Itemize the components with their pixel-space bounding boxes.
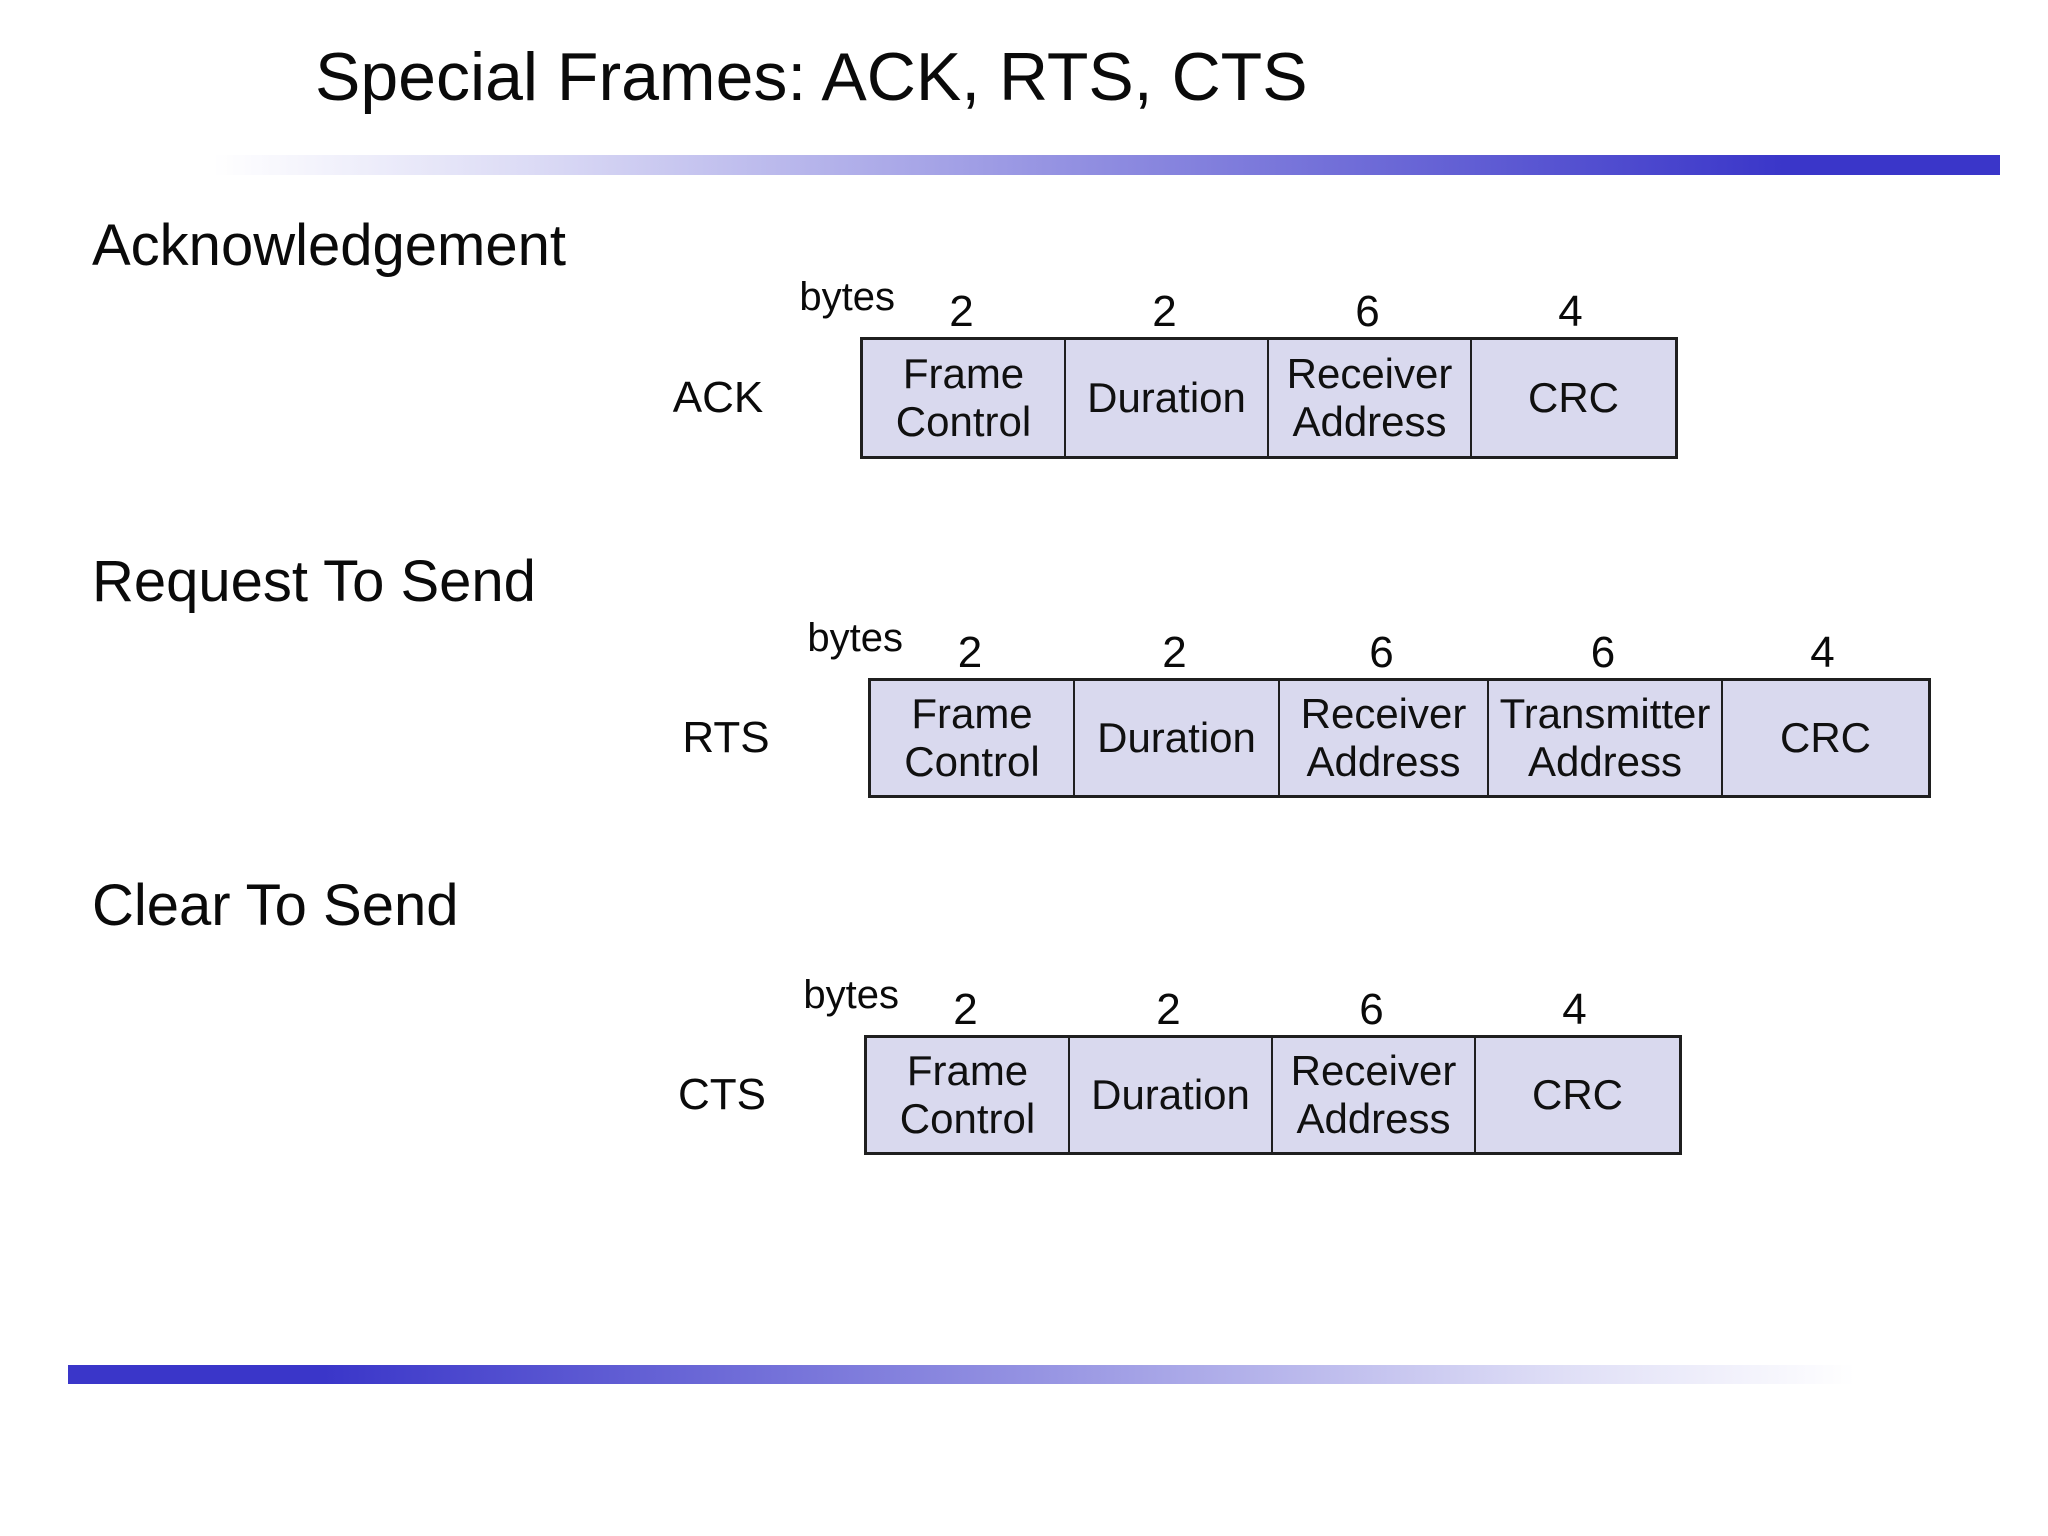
frame-name-label-cts: CTS <box>678 1070 766 1119</box>
frame-field-cell: Frame Control <box>871 681 1075 795</box>
frame-field-cell: Receiver Address <box>1280 681 1489 795</box>
frame-field-cell: Receiver Address <box>1269 340 1472 456</box>
section-heading-acknowledgement: Acknowledgement <box>92 213 566 278</box>
byte-count: 6 <box>1369 628 1394 677</box>
section-heading-clear-to-send: Clear To Send <box>92 873 459 938</box>
ack-frame-diagram: bytes 2 2 6 4 ACK Frame Control Duration… <box>673 275 1678 459</box>
frame-field-cell: Frame Control <box>867 1038 1070 1152</box>
byte-count: 6 <box>1590 628 1616 677</box>
title-underline-gradient-bar <box>212 155 2000 175</box>
byte-count: 2 <box>1152 287 1177 336</box>
byte-count: 2 <box>957 628 983 677</box>
byte-count: 6 <box>1355 287 1380 336</box>
frame-name-label-ack: ACK <box>672 373 764 422</box>
frame-field-cell: Receiver Address <box>1273 1038 1476 1152</box>
bytes-caption: bytes <box>799 275 895 319</box>
frame-field-cell: Duration <box>1066 340 1269 456</box>
ack-frame-table: Frame Control Duration Receiver Address … <box>860 337 1678 459</box>
footer-gradient-bar <box>68 1365 1892 1384</box>
byte-counts-row: 2 2 6 4 <box>864 985 1676 1034</box>
bytes-caption: bytes <box>807 616 903 660</box>
byte-count: 2 <box>1162 628 1187 677</box>
frame-name-label-rts: RTS <box>682 713 770 762</box>
byte-count: 2 <box>949 287 974 336</box>
frame-field-cell: Transmitter Address <box>1489 681 1723 795</box>
slide-title: Special Frames: ACK, RTS, CTS <box>315 39 1308 115</box>
byte-count: 4 <box>1810 628 1835 677</box>
frame-field-cell: CRC <box>1476 1038 1679 1152</box>
byte-count: 4 <box>1562 985 1587 1034</box>
rts-frame-diagram: bytes 2 2 6 6 4 RTS Frame Control Durati… <box>682 616 1931 798</box>
byte-count: 2 <box>953 985 978 1034</box>
byte-count: 2 <box>1156 985 1181 1034</box>
section-heading-request-to-send: Request To Send <box>92 549 536 614</box>
frame-field-cell: Frame Control <box>863 340 1066 456</box>
cts-frame-diagram: bytes 2 2 6 4 CTS Frame Control Duration… <box>678 973 1682 1155</box>
frame-field-cell: CRC <box>1472 340 1675 456</box>
byte-count: 6 <box>1359 985 1384 1034</box>
byte-counts-row: 2 2 6 4 <box>860 287 1672 336</box>
frame-field-cell: Duration <box>1075 681 1280 795</box>
frame-field-cell: CRC <box>1723 681 1928 795</box>
frame-field-cell: Duration <box>1070 1038 1273 1152</box>
cts-frame-table: Frame Control Duration Receiver Address … <box>864 1035 1682 1155</box>
byte-counts-row: 2 2 6 6 4 <box>868 628 1925 677</box>
byte-count: 4 <box>1558 287 1583 336</box>
bytes-caption: bytes <box>803 973 899 1017</box>
rts-frame-table: Frame Control Duration Receiver Address … <box>868 678 1931 798</box>
